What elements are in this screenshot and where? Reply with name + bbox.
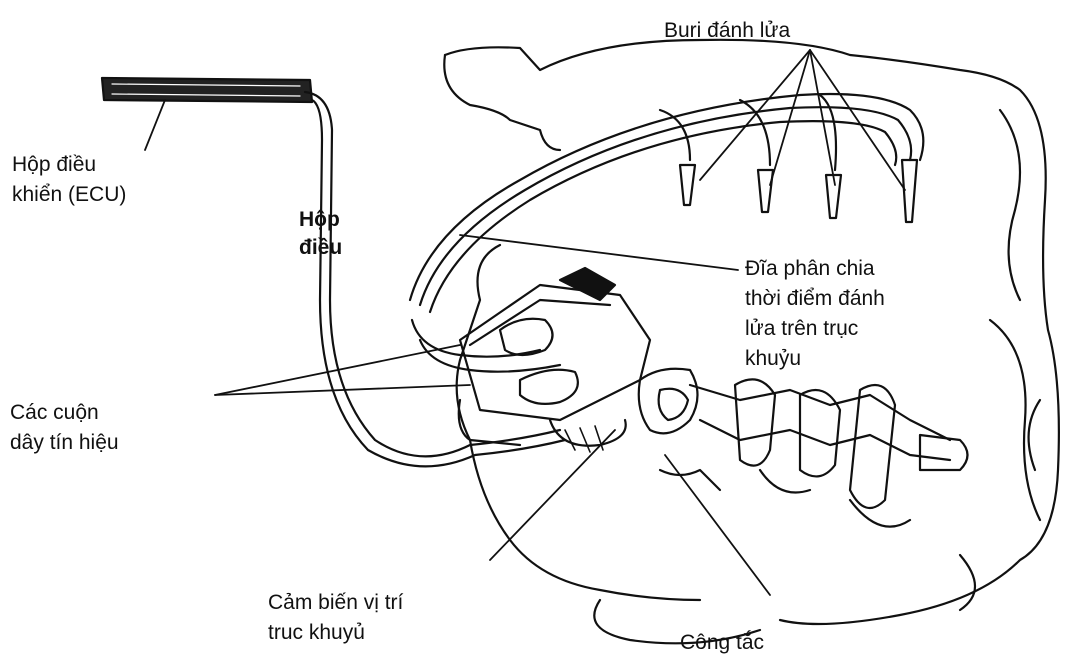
signal-coils-label: Các cuộn dây tín hiệu: [10, 398, 119, 458]
timing-disc-line-3: lửa trên trục: [745, 314, 885, 344]
crank-sensor-label: Cảm biến vị trí truc khuyủ: [268, 588, 403, 648]
signal-coil-module: [459, 268, 650, 452]
crank-sensor-line-2: truc khuyủ: [268, 618, 403, 648]
ecu-label-line-1: Hộp điều: [12, 150, 126, 180]
ecu-label-line-2: khiển (ECU): [12, 180, 126, 210]
timing-disc-label: Đĩa phân chia thời điểm đánh lửa trên tr…: [745, 254, 885, 374]
crank-sensor-line-1: Cảm biến vị trí: [268, 588, 403, 618]
timing-disc-line-1: Đĩa phân chia: [745, 254, 885, 284]
ecu-cable: [305, 92, 565, 466]
ecu-box: [102, 78, 312, 102]
ecu-overlay-line-2: điều: [299, 234, 342, 262]
spark-plugs-label: Buri đánh lửa: [664, 16, 790, 46]
ecu-label: Hộp điều khiển (ECU): [12, 150, 126, 210]
spark-plug-group: [680, 160, 917, 222]
crankshaft: [639, 369, 968, 527]
ecu-overlay-line-1: Hộp: [299, 206, 342, 234]
switch-label: Công tắc: [680, 628, 764, 658]
timing-disc-line-4: khuỷu: [745, 344, 885, 374]
ecu-overlay-label: Hộp điều: [299, 206, 342, 268]
signal-coils-line-2: dây tín hiệu: [10, 428, 119, 458]
timing-disc-line-2: thời điểm đánh: [745, 284, 885, 314]
signal-coils-line-1: Các cuộn: [10, 398, 119, 428]
